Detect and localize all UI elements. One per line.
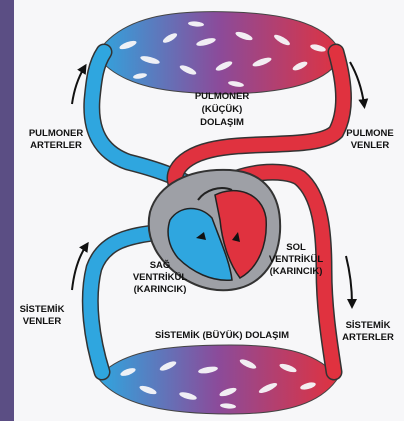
label-right-ventricle-2: VENTRİKÜL — [133, 272, 188, 283]
label-left-ventricle-1: SOL — [286, 242, 306, 253]
arrow-up-left-top — [72, 68, 84, 104]
label-pulmonary-circulation-2: (KÜÇÜK) — [202, 104, 243, 115]
arrow-down-right-bottom — [346, 256, 352, 304]
label-right-ventricle-1: SAĞ — [150, 259, 171, 271]
label-left-ventricle-2: VENTRİKÜL — [269, 254, 324, 265]
pulmonary-capillary-bed — [96, 12, 342, 94]
arrow-down-right-top — [350, 62, 364, 104]
label-systemic-veins-1: SİSTEMİK — [20, 304, 65, 315]
label-systemic-arteries-2: ARTERLER — [342, 332, 394, 343]
label-pulmonary-circulation-3: DOLAŞIM — [200, 117, 244, 128]
label-pulmonary-veins-1: PULMONE — [346, 128, 394, 139]
label-pulmonary-circulation-1: PULMONER — [195, 91, 250, 102]
label-left-ventricle-3: (KARINCIK) — [270, 266, 323, 277]
label-pulmonary-arteries-2: ARTERLER — [30, 140, 82, 151]
label-pulmonary-veins-2: VENLER — [351, 140, 390, 151]
systemic-capillary-bed — [98, 345, 338, 414]
label-systemic-arteries-1: SİSTEMİK — [346, 320, 391, 331]
label-systemic-circulation: SİSTEMİK (BÜYÜK) DOLAŞIM — [155, 330, 289, 341]
label-systemic-veins-2: VENLER — [23, 316, 62, 327]
label-pulmonary-arteries-1: PULMONER — [29, 128, 84, 139]
label-right-ventricle-3: (KARINCIK) — [134, 284, 187, 295]
